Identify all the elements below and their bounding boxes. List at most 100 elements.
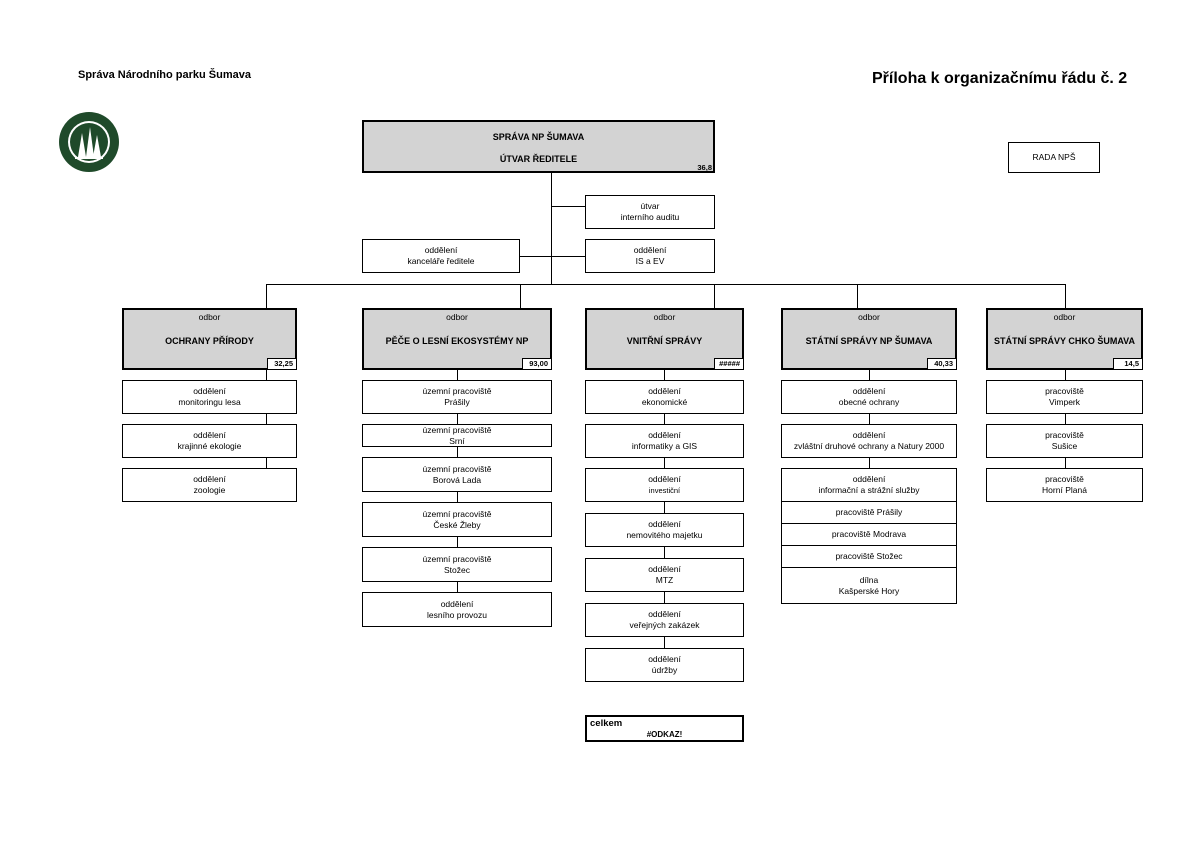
unit-box: oddělení údržby [585, 648, 744, 682]
staff-unit-name: kanceláře ředitele [407, 256, 475, 266]
department-type: odbor [858, 312, 880, 322]
unit-name: Vimperk [1048, 397, 1081, 407]
unit-box: územní pracoviště České Žleby [362, 502, 552, 537]
department-name: PĚČE O LESNÍ EKOSYSTÉMY NP [385, 336, 529, 346]
unit-box: oddělení krajinné ekologie [122, 424, 297, 458]
unit-name: lesního provozu [426, 609, 487, 620]
unit-box: pracoviště Sušice [986, 424, 1143, 458]
staff-unit-type: oddělení [633, 245, 667, 255]
unit-box: územní pracoviště Srní [362, 424, 552, 447]
unit-type: oddělení [648, 430, 681, 440]
unit-box: oddělení nemovitého majetku [585, 513, 744, 547]
unit-box: pracoviště Vimperk [986, 380, 1143, 414]
unit-type: oddělení [648, 386, 681, 396]
unit-name: Prášily [444, 397, 470, 407]
department-box: odbor OCHRANY PŘÍRODY 32,25 [122, 308, 297, 370]
unit-name: zoologie [193, 485, 226, 495]
unit-type: oddělení [648, 564, 681, 574]
unit-name: údržby [651, 665, 678, 675]
total-value: #ODKAZ! [646, 730, 683, 739]
department-number: 32,25 [267, 358, 297, 370]
unit-type: oddělení [852, 474, 886, 484]
total-label: celkem [590, 718, 623, 729]
unit-type: dílna [859, 574, 879, 585]
unit-name: Borová Lada [432, 474, 482, 485]
unit-type: oddělení [648, 474, 681, 484]
unit-box: oddělení ekonomické [585, 380, 744, 414]
department-type: odbor [198, 312, 221, 322]
unit-name: Stožec [444, 564, 470, 575]
unit-name: Srní [449, 435, 465, 446]
internal-audit-box: útvar interního auditu [585, 195, 715, 229]
unit-box: oddělení obecné ochrany [781, 380, 957, 414]
unit-box: oddělení zoologie [122, 468, 297, 502]
department-name: STÁTNÍ SPRÁVY NP ŠUMAVA [805, 336, 933, 346]
council-box: RADA NPŠ [1008, 142, 1100, 173]
unit-box: oddělení veřejných zakázek [585, 603, 744, 637]
unit-type: pracoviště [1045, 430, 1084, 440]
total-box: celkem #ODKAZ! [585, 715, 744, 742]
unit-type: oddělení [193, 386, 226, 396]
unit-box: oddělení informační a strážní služby [781, 468, 957, 502]
unit-type: územní pracoviště [422, 463, 492, 474]
department-name: OCHRANY PŘÍRODY [165, 336, 254, 346]
unit-box: pracoviště Stožec [781, 545, 957, 568]
sumava-park-emblem-icon [58, 111, 120, 173]
unit-name: Horní Planá [1042, 485, 1087, 495]
unit-box: oddělení lesního provozu [362, 592, 552, 627]
unit-type: oddělení [193, 430, 226, 440]
unit-box: pracoviště Prášily [781, 501, 957, 524]
staff-unit-type: oddělení [424, 245, 458, 255]
unit-type: oddělení [852, 386, 886, 396]
unit-name: nemovitého majetku [626, 530, 703, 540]
unit-type: pracoviště [1045, 474, 1084, 484]
department-number: ##### [714, 358, 744, 370]
unit-name: pracoviště Stožec [835, 551, 903, 561]
organization-name: Správa Národního parku Šumava [78, 69, 251, 81]
unit-name: investiční [648, 486, 681, 495]
department-box: odbor STÁTNÍ SPRÁVY NP ŠUMAVA 40,33 [781, 308, 957, 370]
unit-type: územní pracoviště [422, 553, 492, 564]
unit-name: informatiky a GIS [631, 441, 698, 451]
unit-name: ekonomické [641, 397, 688, 407]
department-type: odbor [1053, 312, 1076, 322]
unit-name: České Žleby [433, 519, 481, 530]
staff-unit-name: interního auditu [620, 212, 680, 222]
unit-box: pracoviště Horní Planá [986, 468, 1143, 502]
unit-name: monitoringu lesa [178, 397, 241, 407]
unit-name: krajinné ekologie [177, 441, 242, 451]
department-name: VNITŘNÍ SPRÁVY [626, 336, 703, 346]
unit-box: oddělení investiční [585, 468, 744, 502]
unit-name: Sušice [1051, 441, 1078, 451]
unit-name: pracoviště Modrava [831, 529, 907, 539]
department-type: odbor [446, 312, 468, 322]
unit-type: oddělení [648, 609, 681, 619]
unit-name: informační a strážní služby [818, 485, 920, 495]
unit-type: oddělení [648, 654, 681, 664]
unit-type: územní pracoviště [422, 508, 492, 519]
unit-type: pracoviště [1045, 386, 1084, 396]
staff-unit-name: IS a EV [635, 256, 665, 266]
unit-box: oddělení informatiky a GIS [585, 424, 744, 458]
unit-name: zvláštní druhové ochrany a Natury 2000 [793, 441, 945, 451]
is-ev-box: oddělení IS a EV [585, 239, 715, 273]
department-type: odbor [653, 312, 676, 322]
director-office-number: 36,8 [697, 163, 712, 172]
director-office-line1: SPRÁVA NP ŠUMAVA [492, 132, 585, 142]
department-box: odbor VNITŘNÍ SPRÁVY ##### [585, 308, 744, 370]
unit-type: územní pracoviště [422, 424, 492, 435]
unit-type: oddělení [648, 519, 681, 529]
unit-type: oddělení [440, 598, 474, 609]
unit-box: oddělení zvláštní druhové ochrany a Natu… [781, 424, 957, 458]
unit-type: územní pracoviště [422, 386, 492, 396]
unit-box: územní pracoviště Prášily [362, 380, 552, 414]
unit-name: pracoviště Prášily [835, 507, 903, 517]
unit-name: MTZ [655, 575, 674, 585]
unit-box: územní pracoviště Stožec [362, 547, 552, 582]
council-label: RADA NPŠ [1032, 152, 1076, 162]
unit-name: veřejných zakázek [629, 620, 700, 630]
unit-box: dílna Kašperské Hory [781, 567, 957, 604]
department-name: STÁTNÍ SPRÁVY CHKO ŠUMAVA [993, 336, 1135, 346]
director-office-box: SPRÁVA NP ŠUMAVA ÚTVAR ŘEDITELE 36,8 [362, 120, 715, 173]
department-number: 93,00 [522, 358, 552, 370]
